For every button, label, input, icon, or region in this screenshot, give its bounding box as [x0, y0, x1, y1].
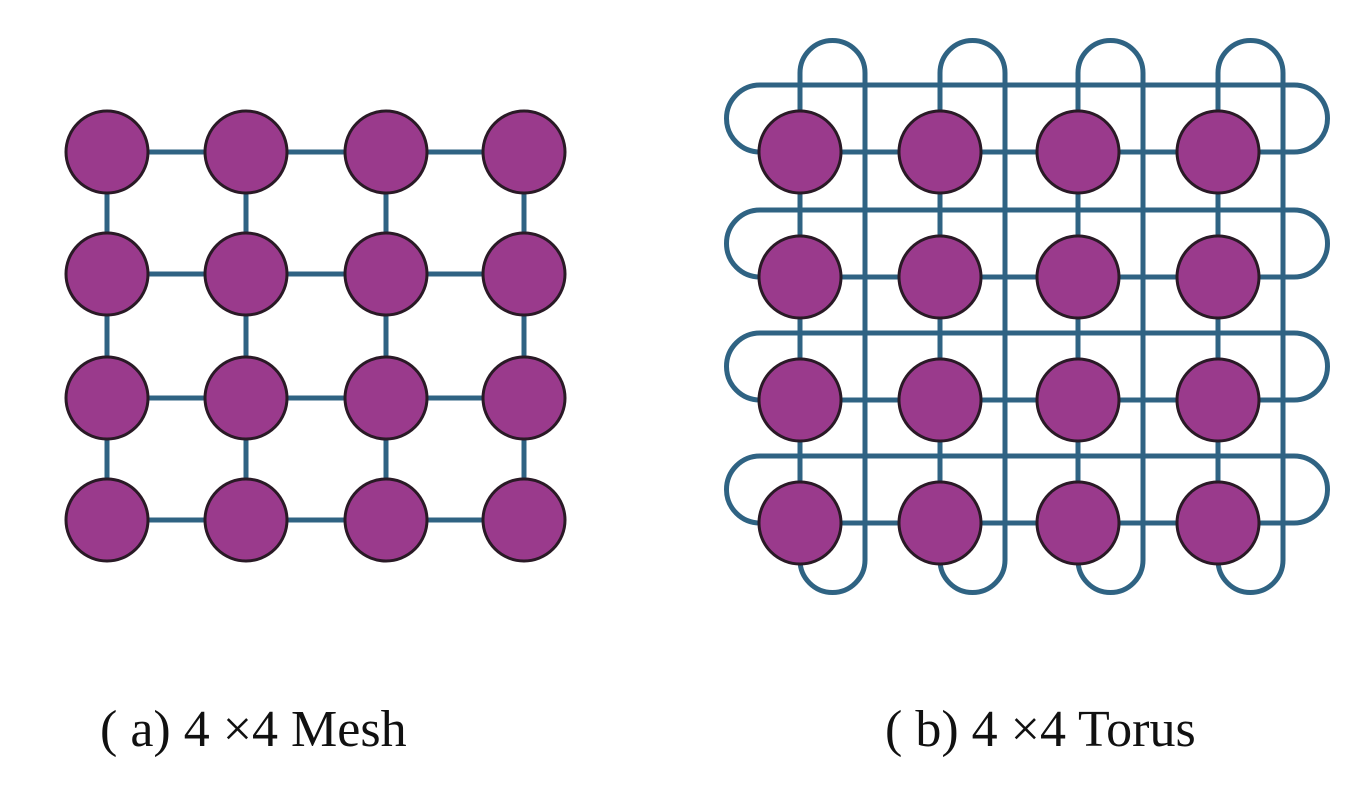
mesh-node [343, 109, 429, 195]
mesh-node [64, 109, 150, 195]
torus-node [1175, 109, 1261, 195]
mesh-node [64, 355, 150, 441]
torus-node [757, 109, 843, 195]
torus-node [897, 109, 983, 195]
torus-row-wraparound-link [724, 207, 1330, 280]
mesh-node [64, 231, 150, 317]
torus-caption: ( b) 4 ×4 Torus [885, 701, 1196, 758]
torus-node [757, 480, 843, 566]
torus-column-wraparound-link [1215, 38, 1286, 595]
mesh-node [64, 477, 150, 563]
torus-node [757, 357, 843, 443]
mesh-node [481, 231, 567, 317]
mesh-node [203, 231, 289, 317]
torus-column-wraparound-link [797, 38, 868, 595]
torus-node [1035, 480, 1121, 566]
torus-node [1035, 109, 1121, 195]
mesh-node [481, 109, 567, 195]
mesh-node [481, 477, 567, 563]
torus-node [897, 234, 983, 320]
torus-node [1035, 357, 1121, 443]
torus-row-wraparound-link [724, 453, 1330, 526]
torus-topology [724, 38, 1330, 595]
mesh-node [203, 477, 289, 563]
torus-column-wraparound-link [1075, 38, 1146, 595]
torus-node [897, 357, 983, 443]
torus-node [1035, 234, 1121, 320]
torus-row-wraparound-link [724, 82, 1330, 155]
torus-column-wraparound-link [937, 38, 1008, 595]
mesh-topology [64, 109, 567, 563]
torus-node [1175, 480, 1261, 566]
mesh-node [203, 109, 289, 195]
mesh-node [343, 477, 429, 563]
mesh-caption: ( a) 4 ×4 Mesh [100, 701, 407, 758]
torus-node [897, 480, 983, 566]
torus-node [757, 234, 843, 320]
mesh-node [481, 355, 567, 441]
torus-row-wraparound-link [724, 330, 1330, 403]
torus-node [1175, 357, 1261, 443]
torus-node [1175, 234, 1261, 320]
mesh-node [203, 355, 289, 441]
mesh-node [343, 231, 429, 317]
mesh-node [343, 355, 429, 441]
